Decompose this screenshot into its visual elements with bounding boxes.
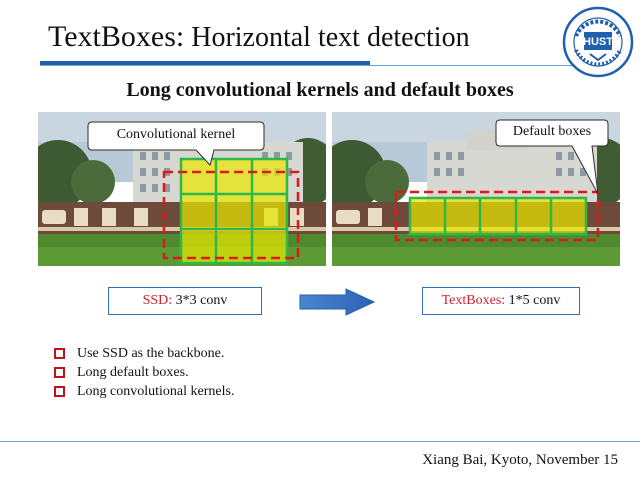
title-underline-thick <box>40 61 370 66</box>
title-underline-thin <box>40 65 580 66</box>
slide-subtitle: Long convolutional kernels and default b… <box>126 79 514 101</box>
bullet-square-icon <box>54 386 65 397</box>
bullet-item: Long default boxes. <box>54 363 234 382</box>
right-arrow-icon <box>299 288 376 316</box>
bullet-text: Use SSD as the backbone. <box>77 345 225 361</box>
ssd-caption-box: SSD: 3*3 conv <box>108 287 262 315</box>
footer-divider <box>0 441 640 442</box>
textboxes-caption-box: TextBoxes: 1*5 conv <box>422 287 580 315</box>
ssd-caption-prefix: SSD: <box>142 293 173 308</box>
footer-credit: Xiang Bai, Kyoto, November 15 <box>422 452 618 468</box>
bullet-square-icon <box>54 348 65 359</box>
ssd-caption-suffix: 3*3 conv <box>172 293 228 308</box>
right-callout-bubble <box>495 119 609 195</box>
bullet-square-icon <box>54 367 65 378</box>
left-callout-label: Convolutional kernel <box>116 127 236 142</box>
title-main: TextBoxes: <box>48 20 185 53</box>
slide-title: TextBoxes: Horizontal text detection <box>48 20 470 55</box>
textboxes-caption-suffix: 1*5 conv <box>505 293 561 308</box>
bullet-item: Use SSD as the backbone. <box>54 344 234 363</box>
bullet-item: Long convolutional kernels. <box>54 382 234 401</box>
left-callout-bubble <box>87 121 265 167</box>
bullet-text: Long convolutional kernels. <box>77 383 235 399</box>
logo-text: HUST <box>583 36 613 48</box>
textboxes-caption-prefix: TextBoxes: <box>441 293 506 308</box>
bullet-text: Long default boxes. <box>77 364 189 380</box>
title-rest: Horizontal text detection <box>184 22 470 53</box>
right-callout-label: Default boxes <box>512 124 592 139</box>
bullet-list: Use SSD as the backbone. Long default bo… <box>54 344 234 401</box>
university-seal-icon: HUST <box>562 6 634 78</box>
